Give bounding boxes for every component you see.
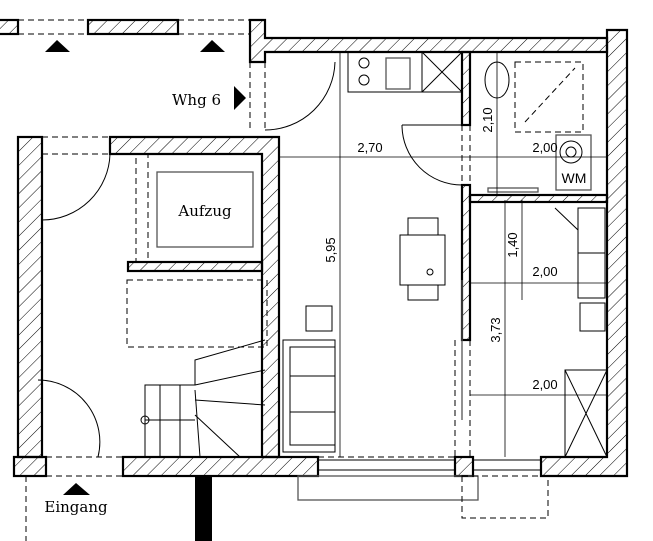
hob-icon [358, 57, 370, 69]
arrow-icon [200, 40, 225, 52]
apartment-walls [12, 18, 629, 541]
dim-bedroom-width-top: 2,00 [532, 264, 557, 279]
sink-icon [385, 57, 411, 90]
corridor-walls [0, 18, 250, 52]
dim-bedroom-segment: 1,40 [505, 232, 520, 257]
doors [37, 61, 471, 458]
dimension-lines [278, 52, 607, 457]
arrow-icon [45, 40, 70, 52]
dim-bath-depth: 2,10 [480, 107, 495, 132]
elevator: Aufzug [135, 153, 254, 263]
wardrobe [564, 369, 608, 458]
dim-bedroom-depth: 3,73 [488, 317, 503, 342]
windows [195, 459, 549, 541]
dim-bath-width: 2,00 [532, 140, 557, 155]
entrance-label: Eingang [44, 498, 108, 516]
dim-living-width: 2,70 [357, 140, 382, 155]
apartment-arrow-icon [234, 86, 246, 110]
dim-living-depth: 5,95 [323, 237, 338, 262]
apartment-label: Whg 6 [172, 91, 221, 109]
bathroom: WM [484, 61, 592, 193]
living-furniture [282, 217, 446, 453]
kitchen [347, 51, 463, 93]
hob-icon [358, 74, 370, 86]
dim-bedroom-width-bottom: 2,00 [532, 377, 557, 392]
washbasin-icon [559, 140, 583, 164]
fridge-icon [421, 51, 463, 93]
washing-machine-label: WM [562, 170, 587, 186]
staircase [126, 279, 268, 458]
elevator-label: Aufzug [177, 202, 232, 220]
entrance-arrow-icon [63, 483, 90, 495]
bedroom [554, 207, 608, 458]
